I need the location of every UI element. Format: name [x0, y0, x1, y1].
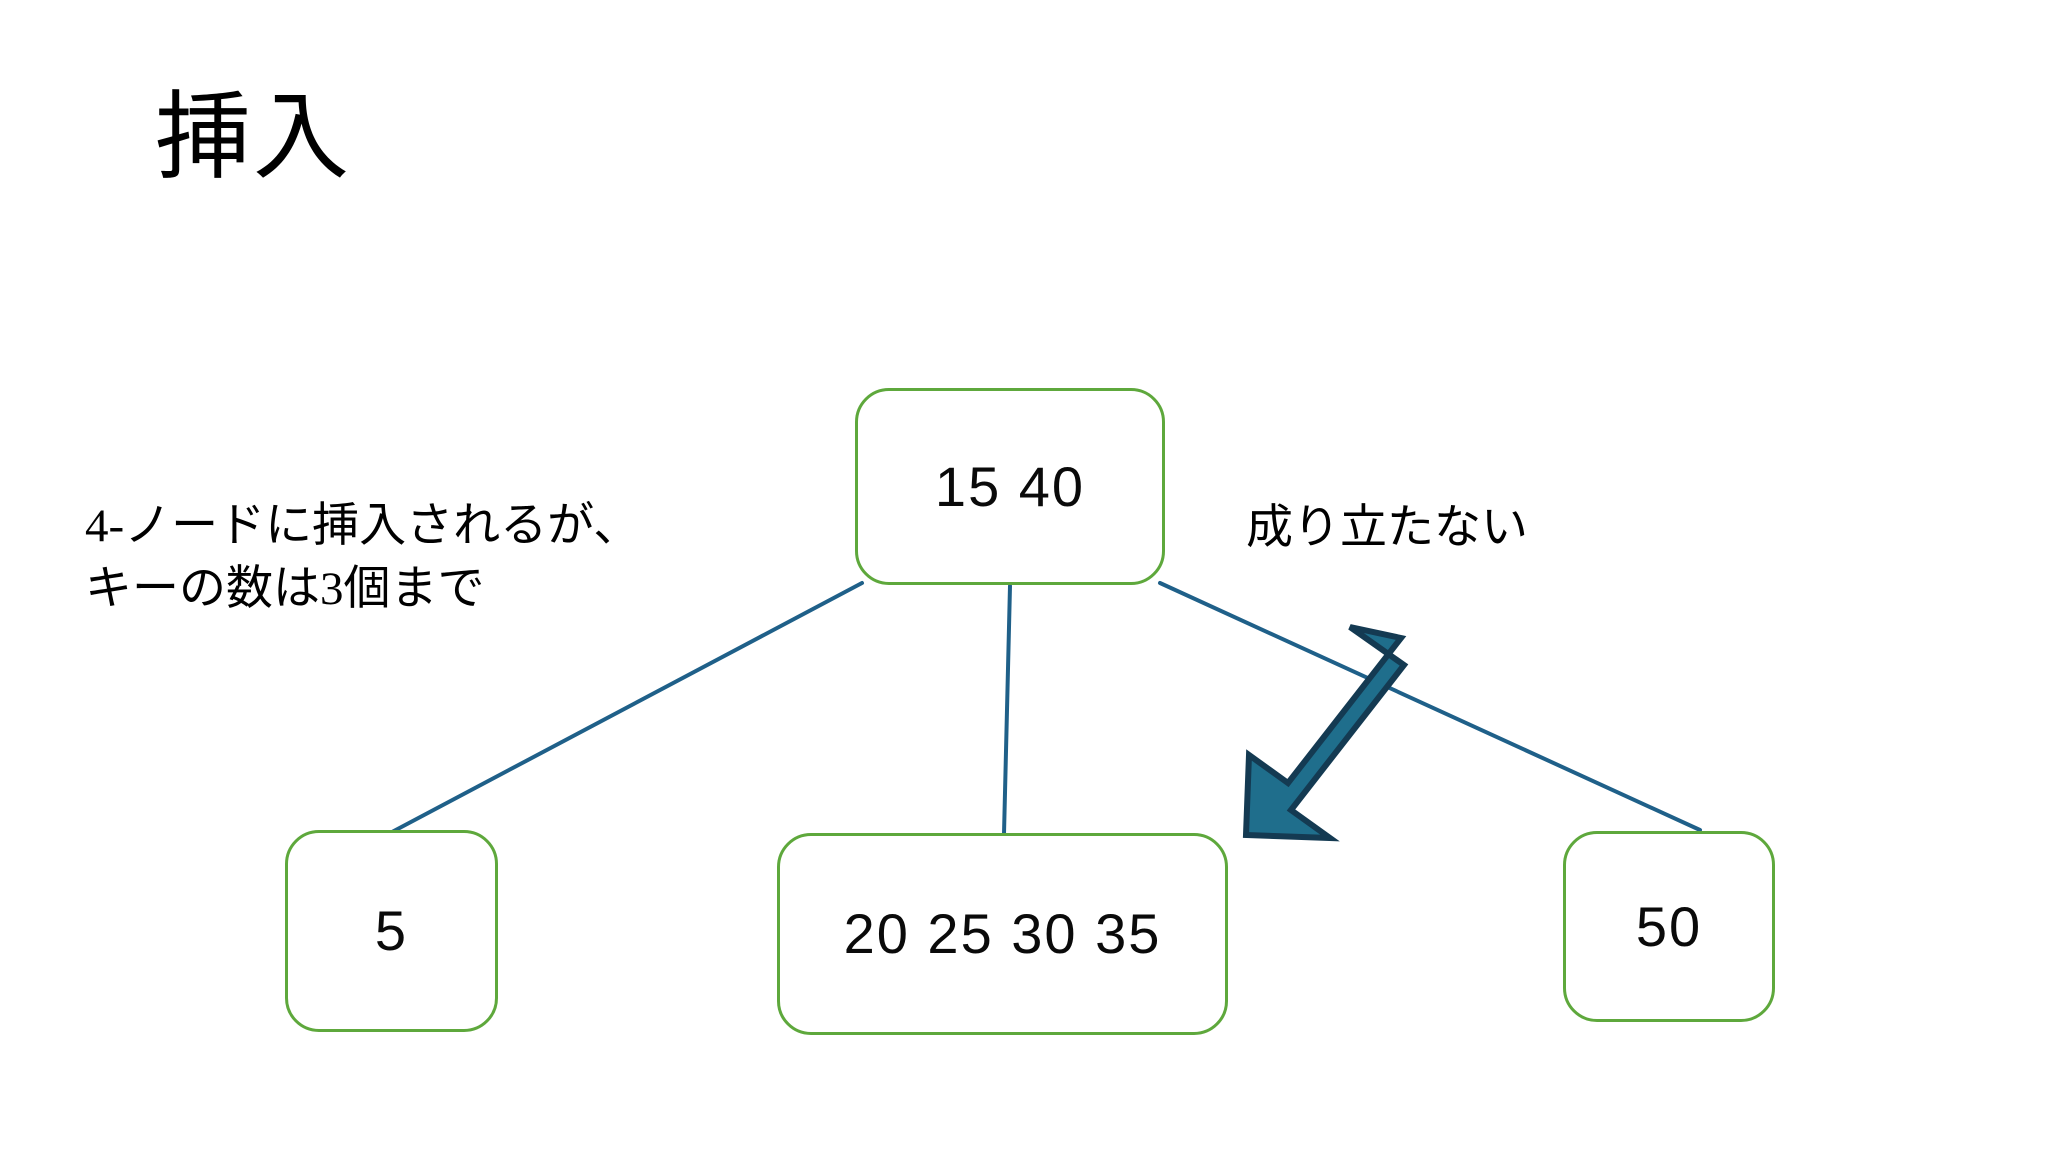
annotation-right: 成り立たない — [1246, 502, 1528, 554]
edge-root-to-middle — [1002, 584, 1012, 836]
tree-node-left[interactable]: 5 — [285, 830, 498, 1032]
annotation-left-line1: 4-ノードに挿入されるが、 — [85, 500, 641, 552]
annotation-left: 4-ノードに挿入されるが、 キーの数は3個まで — [85, 495, 640, 621]
block-arrow-down-left-icon — [1242, 624, 1409, 842]
tree-node-middle[interactable]: 20 25 30 35 — [777, 833, 1228, 1035]
tree-node-right-label: 50 — [1635, 894, 1703, 958]
tree-node-right[interactable]: 50 — [1563, 831, 1775, 1022]
edge-root-to-right — [1158, 581, 1702, 832]
tree-node-root[interactable]: 15 40 — [855, 388, 1165, 585]
page-title: 挿入 — [155, 84, 351, 191]
annotation-left-line2: キーの数は3個まで — [85, 562, 485, 615]
tree-node-middle-label: 20 25 30 35 — [843, 902, 1162, 965]
edge-root-to-left — [390, 581, 864, 834]
tree-node-left-label: 5 — [374, 899, 409, 962]
tree-node-root-label: 15 40 — [934, 454, 1086, 518]
